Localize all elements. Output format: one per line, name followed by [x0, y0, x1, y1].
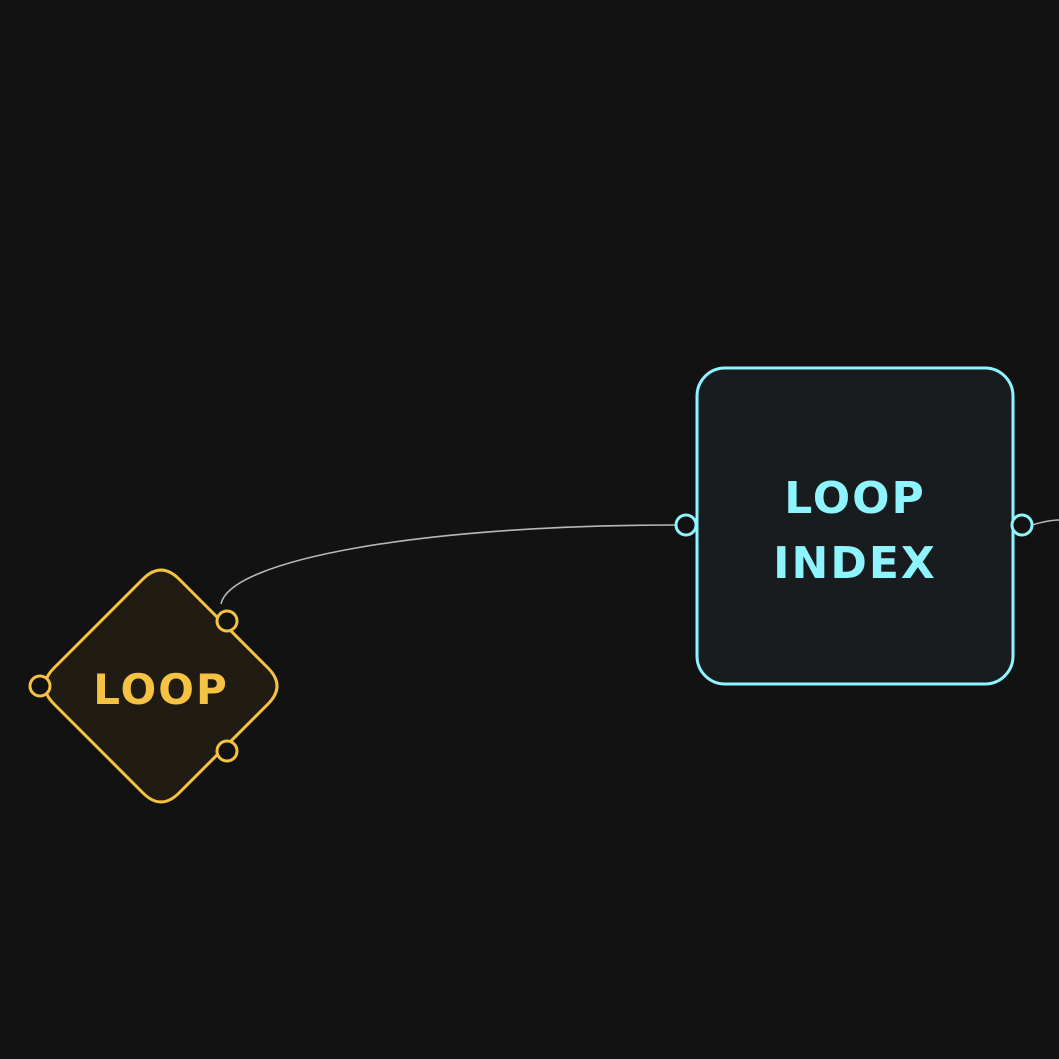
loop-node-input-port[interactable]: [28, 674, 52, 698]
loop-index-node-output-port[interactable]: [1010, 513, 1034, 537]
loop-node-output-port-bottom[interactable]: [215, 739, 239, 763]
loop-index-node-label-line1: LOOP: [784, 473, 926, 524]
loop-node[interactable]: LOOP: [28, 568, 279, 804]
loop-node-label: LOOP: [93, 665, 228, 714]
loop-index-node-input-port[interactable]: [674, 513, 698, 537]
loop-index-node-label-line2: INDEX: [773, 538, 937, 589]
edge-loop-index-outgoing[interactable]: [1031, 519, 1059, 526]
loop-node-output-port-top[interactable]: [215, 609, 239, 633]
edge-loop-to-loop-index[interactable]: [220, 524, 677, 605]
loop-index-node[interactable]: LOOP INDEX: [674, 366, 1034, 686]
loop-index-node-shape[interactable]: [695, 366, 1015, 686]
